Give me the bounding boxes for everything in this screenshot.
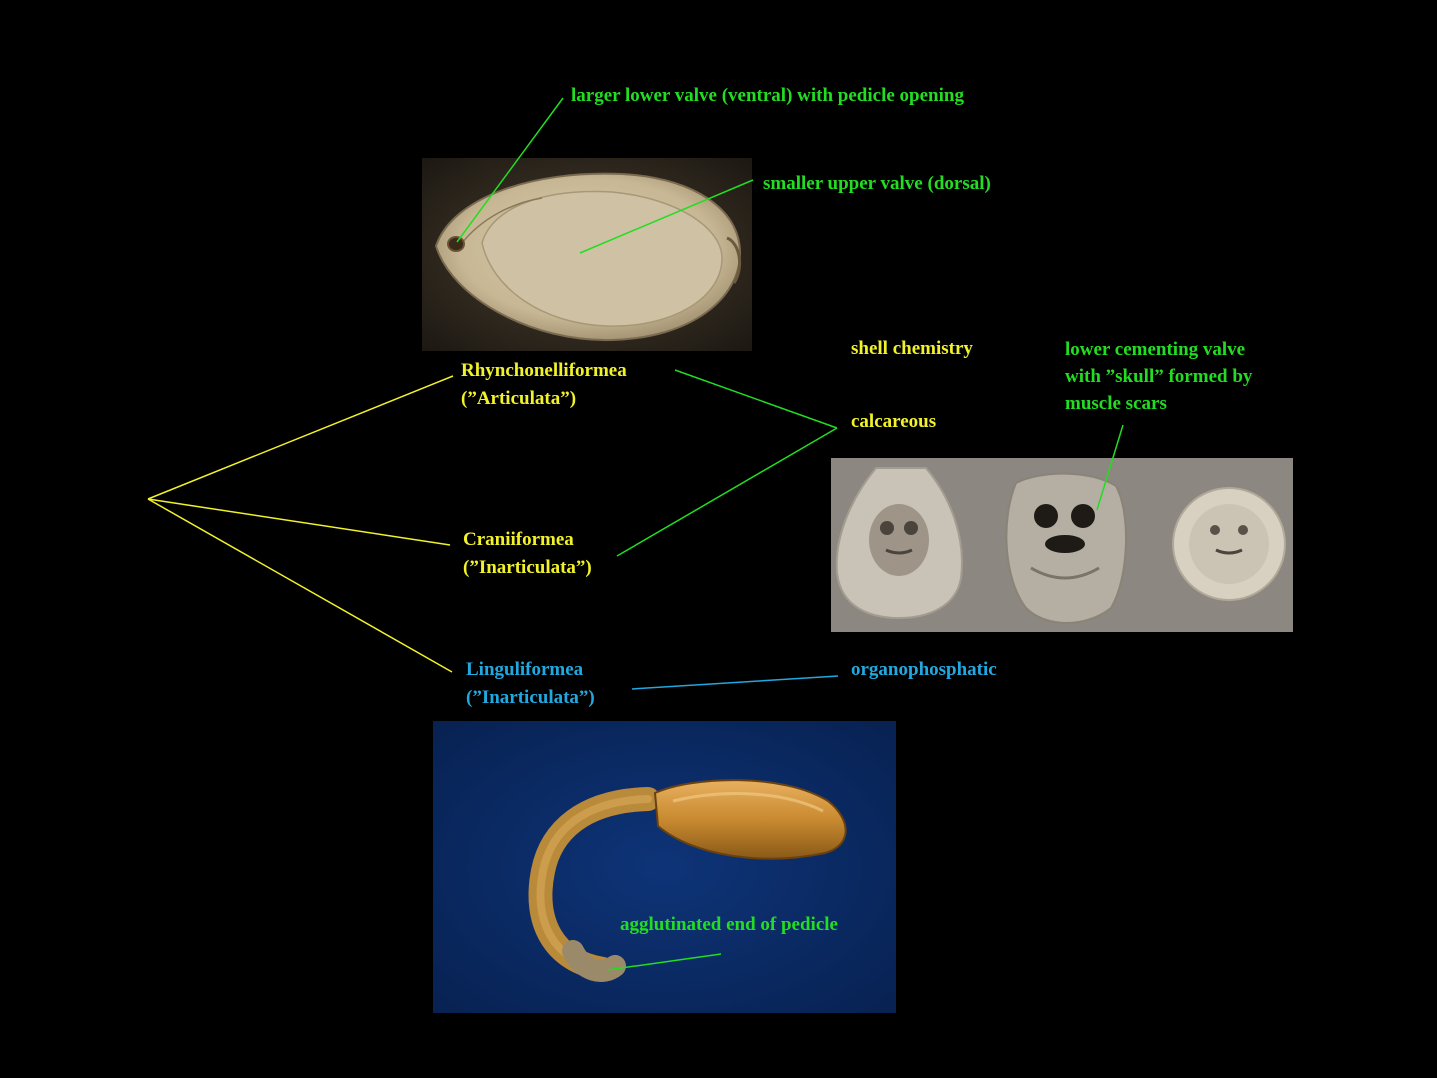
lingulid-photo <box>433 721 896 1013</box>
label-articulata: (”Articulata”) <box>461 388 577 409</box>
label-cementing-line2: with ”skull” formed by <box>1065 366 1253 387</box>
label-craniiformea: Craniiformea <box>463 529 574 550</box>
label-dorsal-valve: smaller upper valve (dorsal) <box>763 173 991 194</box>
label-calcareous: calcareous <box>851 411 937 432</box>
label-cementing-line3: muscle scars <box>1065 393 1167 414</box>
pointer-skull <box>1096 424 1124 511</box>
craniiform-shells-photo <box>831 458 1293 632</box>
tree-lines <box>147 375 454 673</box>
label-inarticulata-cranii: (”Inarticulata”) <box>463 557 592 578</box>
articulate-shell-illustration <box>422 158 752 351</box>
pointer-dorsal-valve <box>579 179 754 254</box>
tree-line-craniiformea <box>147 498 451 546</box>
label-organophosphatic: organophosphatic <box>851 659 997 680</box>
lingulid-illustration <box>433 721 896 1013</box>
line-lingul-organophosphatic <box>631 675 839 690</box>
articulate-shell-photo <box>422 158 752 351</box>
label-cementing-line1: lower cementing valve <box>1065 339 1246 360</box>
tree-line-rhynchonelliformea <box>147 375 454 500</box>
label-pedicle-end: agglutinated end of pedicle <box>620 914 838 935</box>
craniiform-shells-illustration <box>831 458 1293 632</box>
pointer-pedicle-end <box>606 953 722 971</box>
green-lines <box>456 97 1124 971</box>
line-rhyncho-calcareous <box>674 369 838 429</box>
label-ventral-valve: larger lower valve (ventral) with pedicl… <box>571 85 964 106</box>
line-cranii-calcareous <box>616 427 838 557</box>
tree-line-linguliformea <box>147 498 453 673</box>
label-shell-chemistry: shell chemistry <box>851 338 973 359</box>
label-linguliformea: Linguliformea <box>466 659 584 680</box>
label-inarticulata-lingul: (”Inarticulata”) <box>466 687 595 708</box>
label-rhynchonelliformea: Rhynchonelliformea <box>461 360 627 381</box>
pointer-ventral-valve <box>456 97 564 243</box>
